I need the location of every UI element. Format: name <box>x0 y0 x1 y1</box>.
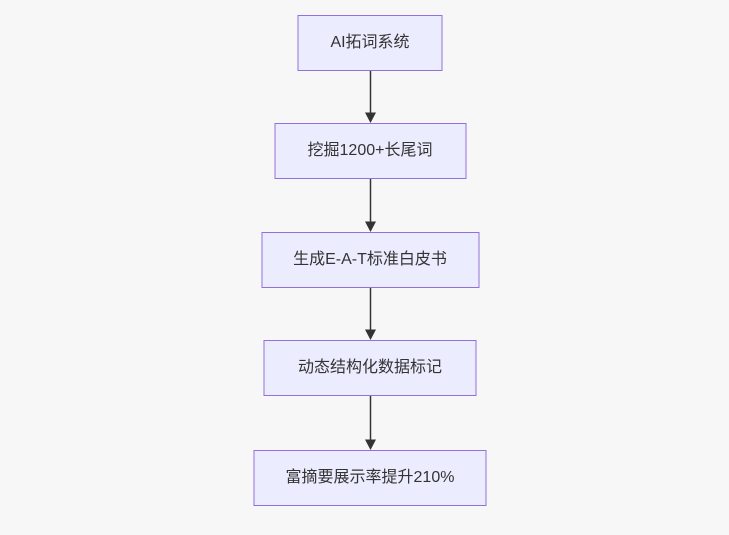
arrow-down-connector <box>364 288 376 340</box>
flow-node-structured-data-markup: 动态结构化数据标记 <box>263 340 477 396</box>
flow-node-label: 富摘要展示率提升210% <box>285 469 455 487</box>
arrow-down-connector <box>364 71 376 123</box>
arrow-down-connector <box>364 179 376 232</box>
arrow-down-connector <box>364 396 376 450</box>
flowchart: AI拓词系统 挖掘1200+长尾词 生成E-A-T标准白皮书 动态结构化数据标记 <box>253 15 487 506</box>
flow-node-rich-snippet-result: 富摘要展示率提升210% <box>253 450 487 506</box>
flow-node-ai-keyword-system: AI拓词系统 <box>297 15 443 71</box>
flow-node-eat-whitepaper: 生成E-A-T标准白皮书 <box>261 232 479 288</box>
flow-node-longtail-mining: 挖掘1200+长尾词 <box>274 123 466 179</box>
flow-node-label: 生成E-A-T标准白皮书 <box>293 251 447 269</box>
flow-node-label: 动态结构化数据标记 <box>297 359 442 377</box>
flow-node-label: 挖掘1200+长尾词 <box>307 142 433 160</box>
flow-node-label: AI拓词系统 <box>330 34 410 52</box>
